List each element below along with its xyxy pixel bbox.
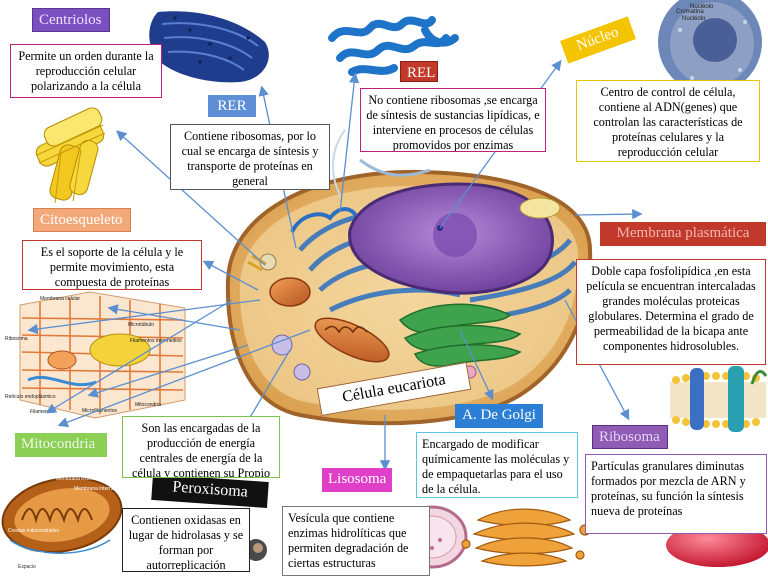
- mito-part-espacio: Espacio: [18, 564, 36, 570]
- cito-part-filamentos-intermedios: Filamentos intermedios: [130, 338, 182, 344]
- membrane-illustration: [670, 366, 768, 432]
- peroxisome-illustration: [245, 539, 267, 561]
- desc-rer: Contiene ribosomas, por lo cual se encar…: [170, 124, 330, 190]
- cito-part-filamentos: Filamentos: [30, 409, 55, 415]
- desc-centriolos: Permite un orden durante la reproducción…: [10, 44, 162, 98]
- cito-part-membrana: Membrana celular: [40, 296, 80, 302]
- label-rer: RER: [208, 95, 256, 117]
- mito-part-interna: Membrana interna: [74, 486, 115, 492]
- label-lisosoma: Lisosoma: [322, 468, 392, 492]
- cell-illustration: [225, 129, 593, 426]
- desc-peroxisoma: Contienen oxidasas en lugar de hidrolasa…: [122, 508, 250, 572]
- label-ribosoma: Ribosoma: [592, 425, 668, 449]
- label-golgi: A. De Golgi: [455, 404, 543, 428]
- desc-lisosoma: Vesícula que contiene enzimas hidrolític…: [282, 506, 430, 576]
- connector-arrows: [27, 59, 643, 471]
- mito-part-externa: Membrana externa: [56, 476, 98, 482]
- label-rel: REL: [400, 61, 438, 82]
- nucleus-part-1: Nucléolo: [690, 4, 714, 10]
- desc-rel: No contiene ribosomas ,se encarga de sín…: [360, 88, 546, 152]
- golgi-illustration: [461, 508, 591, 567]
- label-citoesqueleto: Citoesqueleto: [33, 208, 131, 232]
- cito-part-mitocondria: Mitocondria: [135, 402, 161, 408]
- label-membrana: Membrana plasmática: [600, 222, 766, 246]
- cito-part-microfilamentos: Microfilamentos: [82, 408, 118, 414]
- desc-citoesqueleto: Es el soporte de la célula y le permite …: [22, 240, 202, 290]
- rel-illustration: [328, 16, 459, 76]
- desc-mitocondria: Son las encargadas de la producción de e…: [122, 416, 280, 478]
- label-mitocondria: Mitocondria: [15, 433, 107, 457]
- cito-part-ribosoma: Ribosoma: [5, 336, 28, 342]
- label-centriolos: Centriolos: [32, 8, 110, 32]
- nucleus-part-3: Nucléolo: [682, 16, 706, 22]
- mito-part-matriz: Matriz: [30, 551, 44, 557]
- cytoskeleton-illustration: Membrana celular Microtúbulo Ribosoma Fi…: [5, 291, 186, 419]
- mitochondria-illustration: Membrana externa Membrana interna Matriz…: [1, 476, 123, 570]
- rer-illustration: [149, 11, 269, 83]
- centriole-illustration: [35, 107, 106, 204]
- nucleus-illustration: Nucléolo Cromatina Nucléolo: [658, 0, 762, 94]
- desc-nucleo: Centro de control de célula, contiene al…: [576, 80, 760, 162]
- desc-golgi: Encargado de modificar químicamente las …: [416, 432, 578, 498]
- desc-ribosoma: Partículas granulares diminutas formados…: [585, 454, 767, 534]
- cito-part-microtubulo: Microtúbulo: [128, 322, 154, 328]
- cito-part-reticulo: Retículo endoplásmico: [5, 394, 56, 400]
- desc-membrana: Doble capa fosfolipídica ,en esta pelícu…: [576, 259, 766, 365]
- mito-part-crestas: Crestas mitocondriales: [8, 528, 59, 534]
- nucleus-part-2: Cromatina: [676, 9, 704, 15]
